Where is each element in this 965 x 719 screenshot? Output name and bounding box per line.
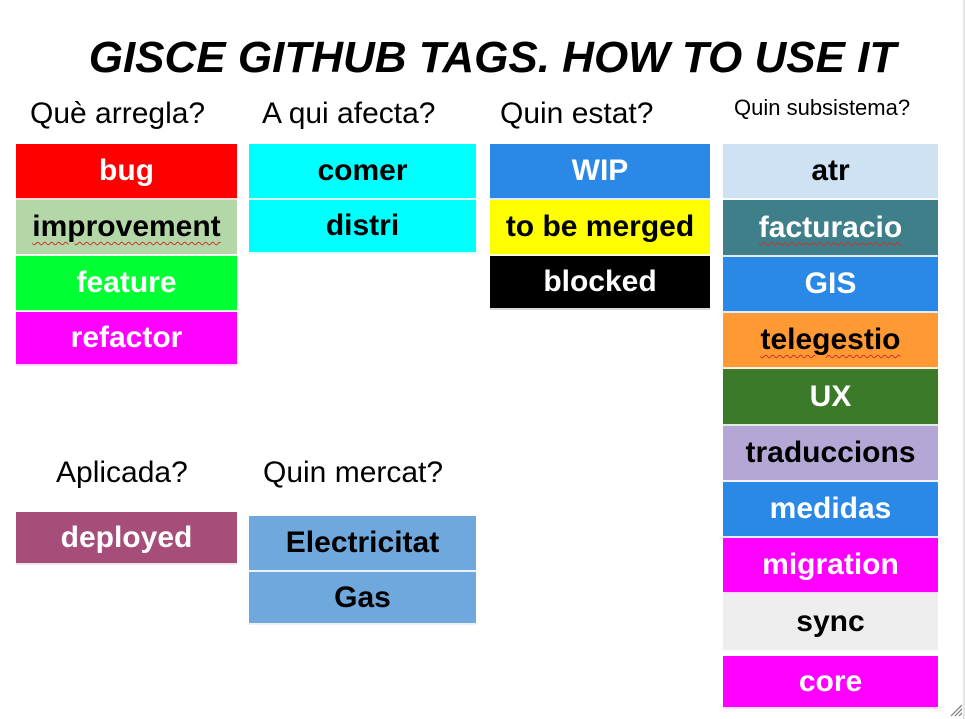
tag-label: traduccions <box>745 436 916 469</box>
tag-label: GIS <box>804 267 857 300</box>
tag-to-be-merged: to be merged <box>490 200 710 256</box>
tag-label: comer <box>317 154 408 187</box>
tag-distri: distri <box>249 200 476 254</box>
slide-title: GISCE GITHUB TAGS. HOW TO USE IT <box>88 33 897 82</box>
tag-medidas: medidas <box>723 482 938 538</box>
tag-label: bug <box>99 154 154 187</box>
heading-quin-mercat: Quin mercat? <box>263 456 444 489</box>
tag-label: UX <box>809 379 852 413</box>
slide-edge <box>963 0 965 719</box>
tag-label: atr <box>811 154 850 187</box>
tag-traduccions: traduccions <box>723 426 938 482</box>
tag-label: refactor <box>70 321 183 354</box>
heading-aplicada: Aplicada? <box>56 456 188 489</box>
tag-improvement: improvement <box>16 200 237 256</box>
tag-label: telegestio <box>760 323 901 356</box>
tag-deployed: deployed <box>16 512 237 565</box>
tag-atr: atr <box>723 144 938 200</box>
tag-gas: Gas <box>249 572 476 625</box>
tag-refactor: refactor <box>16 312 237 366</box>
tag-facturacio: facturacio <box>723 200 938 257</box>
heading-a-qui-afecta-text: A qui afecta? <box>262 97 436 130</box>
tag-bug: bug <box>16 144 237 200</box>
tag-migration: migration <box>723 538 938 594</box>
tag-label: WIP <box>571 154 629 187</box>
tag-label: medidas <box>769 492 892 525</box>
heading-quin-subsistema: Quin subsistema? <box>734 95 911 120</box>
tag-sync: sync <box>723 594 938 652</box>
tag-label: feature <box>76 266 177 299</box>
tag-wip: WIP <box>490 144 710 200</box>
tag-label: to be merged <box>505 210 695 243</box>
tag-label: sync <box>796 605 865 638</box>
tag-ux: UX <box>723 369 938 426</box>
heading-que-arregla: Què arregla? <box>30 97 206 130</box>
tag-blocked: blocked <box>490 256 710 310</box>
tag-label: distri <box>325 209 400 242</box>
tag-label: core <box>798 664 863 698</box>
tag-gis: GIS <box>723 257 938 313</box>
tag-comer: comer <box>249 144 476 200</box>
tag-electricitat: Electricitat <box>249 516 476 572</box>
tag-telegestio: telegestio <box>723 313 938 369</box>
tag-label: migration <box>762 548 899 581</box>
tag-core: core <box>723 656 938 709</box>
tag-label: facturacio <box>758 210 903 244</box>
tag-label: Gas <box>334 580 391 614</box>
tag-label: improvement <box>32 210 221 243</box>
tag-label: blocked <box>543 265 657 298</box>
tag-label: Electricitat <box>285 526 440 559</box>
tag-feature: feature <box>16 256 237 312</box>
heading-a-qui-afecta: A qui afecta? <box>262 96 435 132</box>
tag-label: deployed <box>60 520 193 554</box>
heading-quin-estat: Quin estat? <box>500 97 654 130</box>
resize-grip-icon[interactable] <box>949 703 963 717</box>
